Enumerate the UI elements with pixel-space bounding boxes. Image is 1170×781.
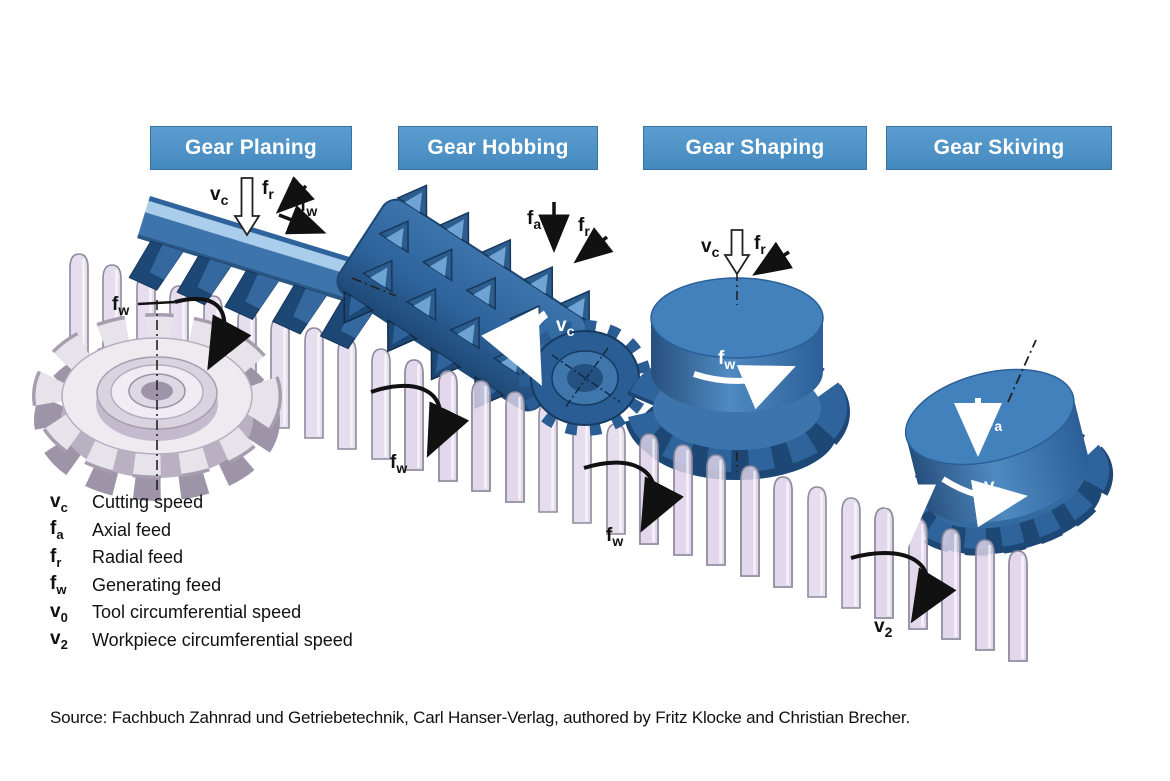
shaping-vc-label: vc — [701, 236, 720, 260]
planing-vc-label: vc — [210, 184, 229, 208]
shaping-fw-cyl-arrow — [693, 365, 796, 410]
legend-desc: Generating feed — [92, 574, 222, 595]
legend-item-vc: vc Cutting speed — [50, 489, 353, 517]
shaping-vc-arrow — [723, 229, 751, 276]
hobbing-vc-arrow — [481, 307, 549, 386]
legend-desc: Axial feed — [92, 519, 172, 540]
legend: vc Cutting speed fa Axial feed fr Radial… — [50, 489, 353, 654]
hobbing-fa-label: fa — [527, 208, 541, 232]
legend-desc: Workpiece circumferential speed — [92, 629, 353, 650]
header-label: Gear Shaping — [685, 136, 825, 159]
legend-desc: Tool circumferential speed — [92, 602, 302, 623]
legend-item-fr: fr Radial feed — [50, 544, 353, 572]
skiver-axis — [1007, 339, 1037, 403]
legend-item-v0: v0 Tool circumferential speed — [50, 599, 353, 627]
planing-gear-fw-arrow — [174, 296, 252, 371]
hob-axis — [351, 277, 397, 297]
shaping-fw-rack-label: fw — [606, 525, 623, 549]
legend-item-v2: v2 Workpiece circumferential speed — [50, 627, 353, 655]
shaping-fw-label: fw — [718, 348, 735, 372]
skiving-v2-arrow — [850, 551, 957, 624]
shaping-cutter — [624, 272, 850, 480]
planing-fw-label: fw — [300, 195, 317, 219]
legend-item-fw: fw Generating feed — [50, 572, 353, 600]
hobbing-vc-label: vc — [556, 315, 575, 339]
source-citation: Source: Fachbuch Zahnrad und Getriebetec… — [50, 708, 910, 727]
hobbing-fr-arrow — [573, 227, 614, 264]
skiving-v0-arrow — [941, 476, 1028, 528]
legend-symbol: v0 — [50, 600, 68, 625]
hobbing-fw-label: fw — [390, 452, 407, 476]
hobbing-fw-arrow — [370, 383, 470, 458]
shaping-fw-rack-arrow — [583, 460, 684, 533]
legend-symbol: vc — [50, 490, 68, 515]
header-gear-shaping: Gear Shaping — [643, 126, 867, 170]
header-gear-hobbing: Gear Hobbing — [398, 126, 598, 170]
header-label: Gear Skiving — [933, 136, 1065, 159]
skiving-vc-label: vc — [872, 487, 891, 511]
header-gear-skiving: Gear Skiving — [886, 126, 1112, 170]
planing-workpiece-gear — [32, 300, 282, 501]
skiving-v2-label: v2 — [874, 616, 893, 640]
shaping-fr-arrow — [752, 241, 794, 276]
planing-vc-arrow — [233, 177, 261, 237]
legend-symbol: fw — [50, 573, 67, 598]
hobbing-fr-label: fr — [578, 215, 590, 239]
planing-gear-fw-tick — [137, 300, 176, 306]
legend-symbol: v2 — [50, 628, 68, 653]
legend-item-fa: fa Axial feed — [50, 517, 353, 545]
shaping-fr-label: fr — [754, 233, 766, 257]
header-gear-planing: Gear Planing — [150, 126, 352, 170]
planing-fr-label: fr — [262, 178, 274, 202]
planing-gear-fw-label: fw — [112, 294, 129, 318]
legend-symbol: fr — [50, 545, 62, 570]
header-label: Gear Hobbing — [427, 136, 569, 159]
legend-desc: Radial feed — [92, 547, 184, 568]
legend-symbol: fa — [50, 518, 64, 543]
legend-desc: Cutting speed — [92, 492, 204, 513]
planing-fw-arrow — [278, 204, 327, 235]
header-label: Gear Planing — [185, 136, 317, 159]
